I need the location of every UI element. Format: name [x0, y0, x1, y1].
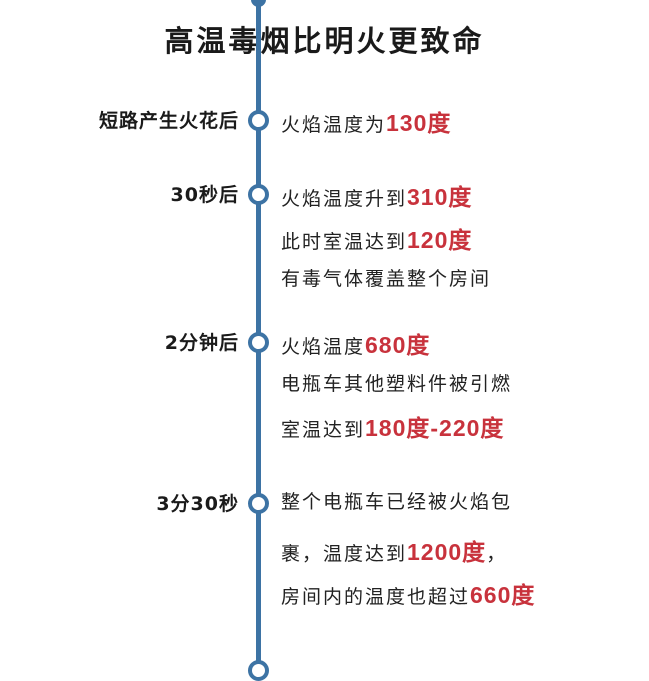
- stage-label: 短路产生火花后: [98, 110, 239, 132]
- stage-line: 整个电瓶车已经被火焰包: [281, 487, 512, 514]
- temperature-value: 180度-220度: [365, 415, 505, 441]
- temperature-value: 130度: [386, 110, 452, 136]
- timeline-node: [248, 184, 269, 205]
- line-text-before: 整个电瓶车已经被火焰包: [281, 491, 513, 513]
- stage-line: 此时室温达到120度: [281, 221, 472, 255]
- stage-line: 火焰温度升到310度: [281, 178, 472, 212]
- temperature-value: 660度: [470, 582, 536, 608]
- temperature-value: 680度: [365, 332, 431, 358]
- stage-label: 30秒后: [170, 184, 239, 206]
- stage-label: 3分30秒: [156, 493, 239, 515]
- line-text-before: 此时室温达到: [281, 231, 408, 253]
- stage-line: 火焰温度680度: [281, 326, 430, 360]
- stage-line: 有毒气体覆盖整个房间: [281, 264, 491, 291]
- temperature-value: 310度: [407, 184, 473, 210]
- stage-line: 裹，温度达到1200度，: [281, 533, 507, 567]
- timeline-node: [248, 493, 269, 514]
- stage-line: 电瓶车其他塑料件被引燃: [281, 369, 512, 396]
- line-text-before: 室温达到: [281, 419, 366, 441]
- temperature-value: 1200度: [407, 539, 487, 565]
- line-text-after: ，: [486, 543, 508, 565]
- line-text-before: 火焰温度为: [281, 114, 387, 136]
- line-text-before: 火焰温度: [281, 336, 366, 358]
- line-text-before: 火焰温度升到: [281, 188, 408, 210]
- temperature-value: 120度: [407, 227, 473, 253]
- timeline-top-cap: [251, 0, 266, 7]
- stage-line: 火焰温度为130度: [281, 104, 451, 138]
- line-text-before: 房间内的温度也超过: [281, 586, 471, 608]
- stage-label: 2分钟后: [164, 332, 239, 354]
- line-text-before: 裹，温度达到: [281, 543, 408, 565]
- timeline-node: [248, 110, 269, 131]
- timeline-node: [248, 332, 269, 353]
- stage-line: 室温达到180度-220度: [281, 409, 504, 443]
- page-title: 高温毒烟比明火更致命: [164, 24, 485, 58]
- line-text-before: 电瓶车其他塑料件被引燃: [281, 373, 513, 395]
- line-text-before: 有毒气体覆盖整个房间: [281, 268, 492, 290]
- stage-line: 房间内的温度也超过660度: [281, 576, 535, 610]
